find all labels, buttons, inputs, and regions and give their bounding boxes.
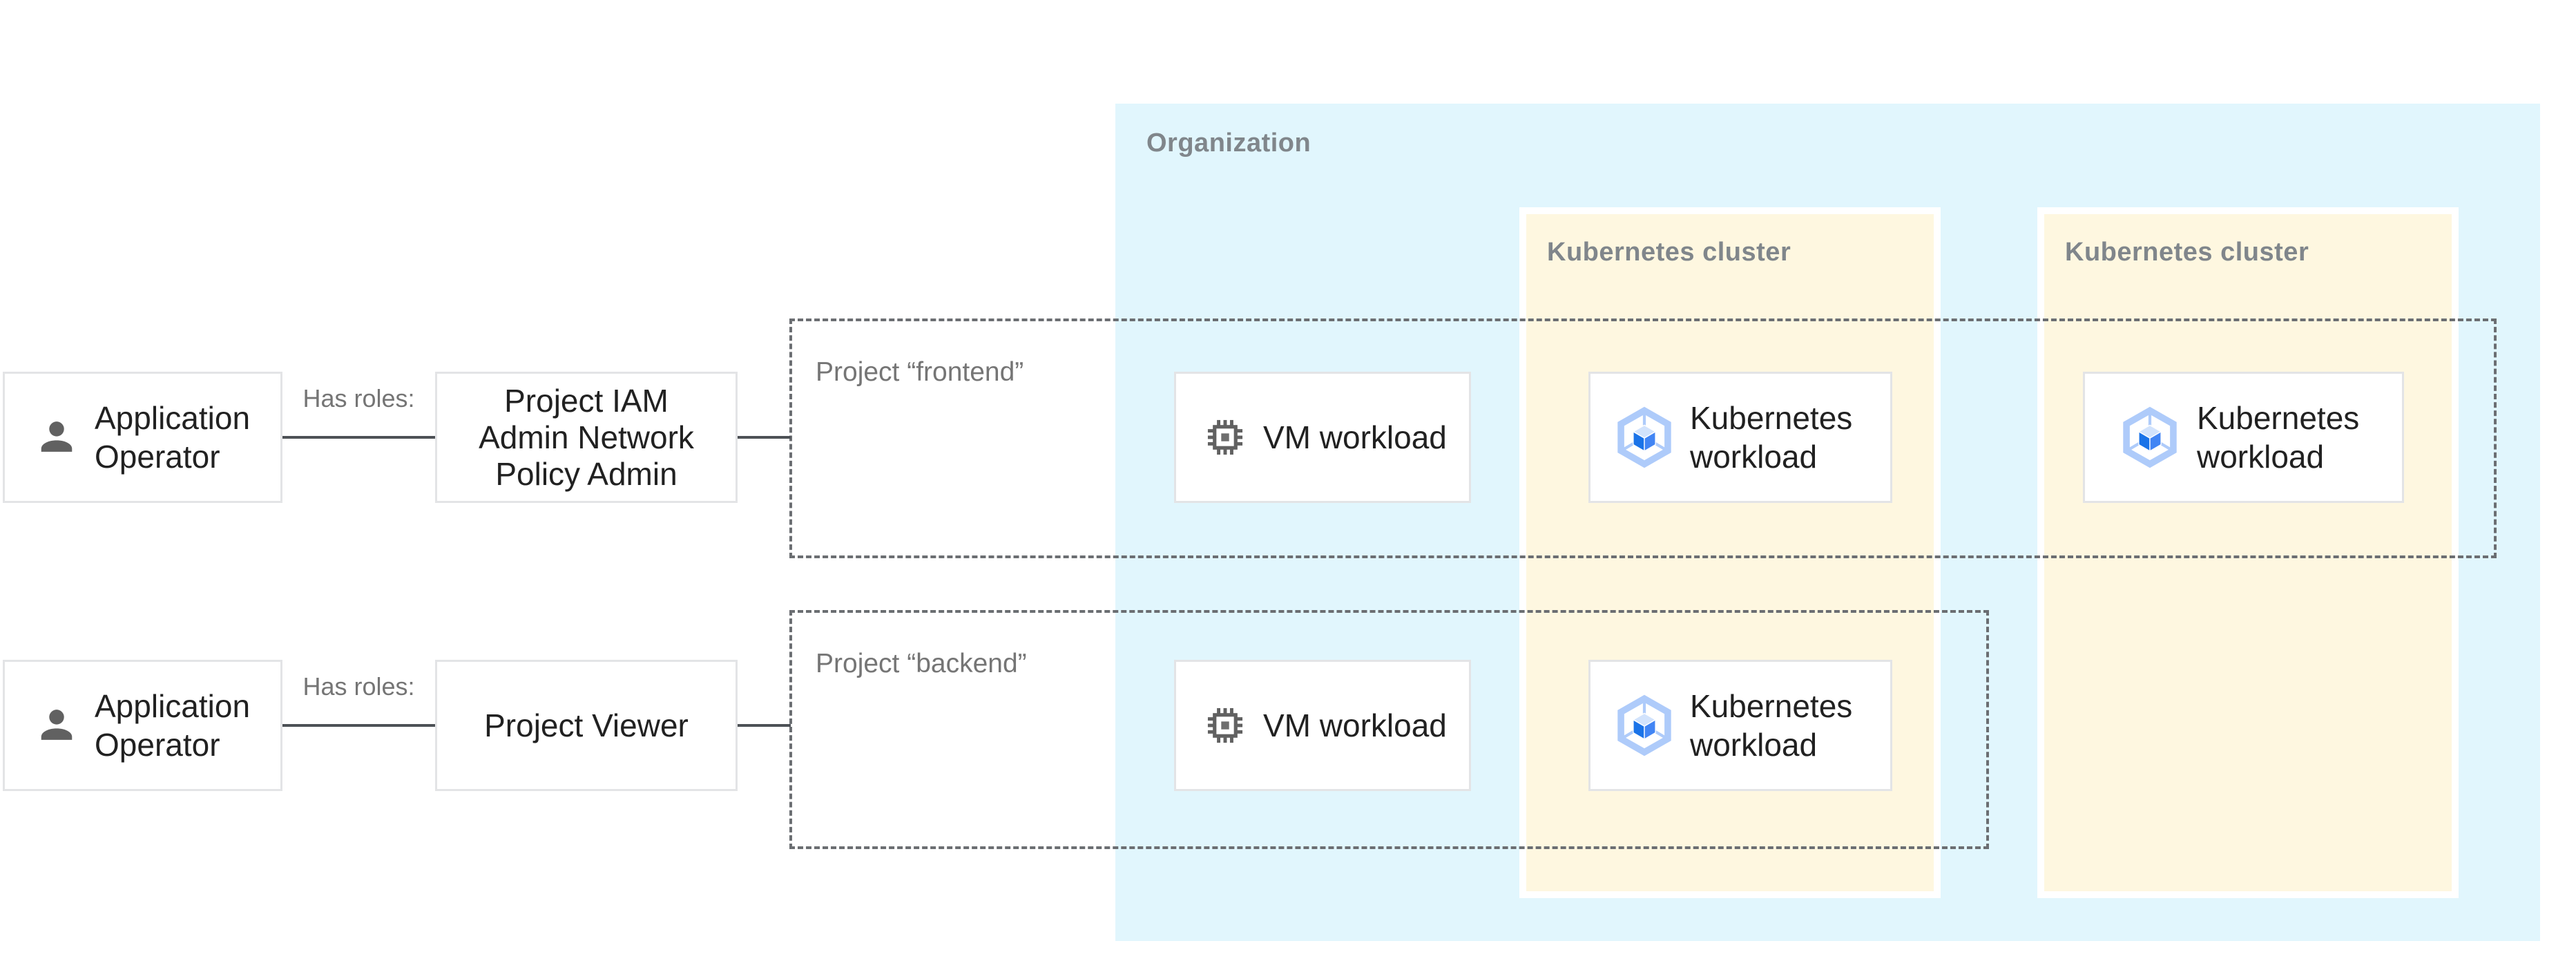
- chip-icon: [1207, 419, 1243, 455]
- k8s-workload-box-backend-cluster1: Kubernetes workload: [1588, 660, 1892, 791]
- role-1-line-2: Admin Network: [479, 419, 694, 455]
- gke-hexagon-icon: [1617, 406, 1671, 468]
- person-icon: [41, 421, 73, 452]
- k8s-workload-label: Kubernetes workload: [1690, 400, 1853, 475]
- vm-workload-label: VM workload: [1263, 419, 1447, 455]
- kubernetes-cluster-1-label: Kubernetes cluster: [1547, 238, 1791, 267]
- has-roles-label-2: Has roles:: [302, 672, 415, 701]
- kubernetes-cluster-2-label: Kubernetes cluster: [2065, 238, 2309, 267]
- project-frontend-label: Project “frontend”: [816, 357, 1024, 387]
- person-icon: [41, 710, 73, 740]
- k8s-workload-box-frontend-cluster2: Kubernetes workload: [2083, 372, 2404, 503]
- k8s-workload-label: Kubernetes workload: [1690, 688, 1853, 763]
- project-backend-boundary: Project “backend”: [789, 610, 1989, 849]
- vm-workload-label: VM workload: [1263, 707, 1447, 743]
- actor-box-2: Application Operator: [3, 660, 282, 791]
- vm-workload-box-frontend: VM workload: [1174, 372, 1471, 503]
- actor-2-label: Application Operator: [95, 688, 251, 763]
- role-2-label: Project Viewer: [484, 707, 689, 743]
- organization-label: Organization: [1146, 129, 1311, 158]
- wire-actor2-role2: [282, 724, 435, 727]
- gke-hexagon-icon: [2123, 406, 2177, 468]
- project-frontend-boundary: Project “frontend”: [789, 318, 2497, 558]
- kubernetes-cluster-2: Kubernetes cluster: [2037, 207, 2459, 898]
- has-roles-label-1: Has roles:: [302, 384, 415, 412]
- role-box-2: Project Viewer: [435, 660, 738, 791]
- wire-role1-frontend: [738, 436, 791, 439]
- role-1-line-1: Project IAM: [504, 382, 669, 419]
- chip-icon: [1207, 707, 1243, 743]
- role-1-line-3: Policy Admin: [495, 455, 677, 492]
- gke-hexagon-icon: [1617, 694, 1671, 757]
- role-box-1: Project IAM Admin Network Policy Admin: [435, 372, 738, 503]
- role-1-text: Project IAM Admin Network Policy Admin: [479, 383, 694, 493]
- actor-1-label: Application Operator: [95, 400, 251, 475]
- wire-actor1-role1: [282, 436, 435, 439]
- actor-box-1: Application Operator: [3, 372, 282, 503]
- vm-workload-box-backend: VM workload: [1174, 660, 1471, 791]
- k8s-workload-box-frontend-cluster1: Kubernetes workload: [1588, 372, 1892, 503]
- wire-role2-backend: [738, 724, 791, 727]
- project-backend-label: Project “backend”: [816, 649, 1027, 678]
- k8s-workload-label: Kubernetes workload: [2197, 400, 2360, 475]
